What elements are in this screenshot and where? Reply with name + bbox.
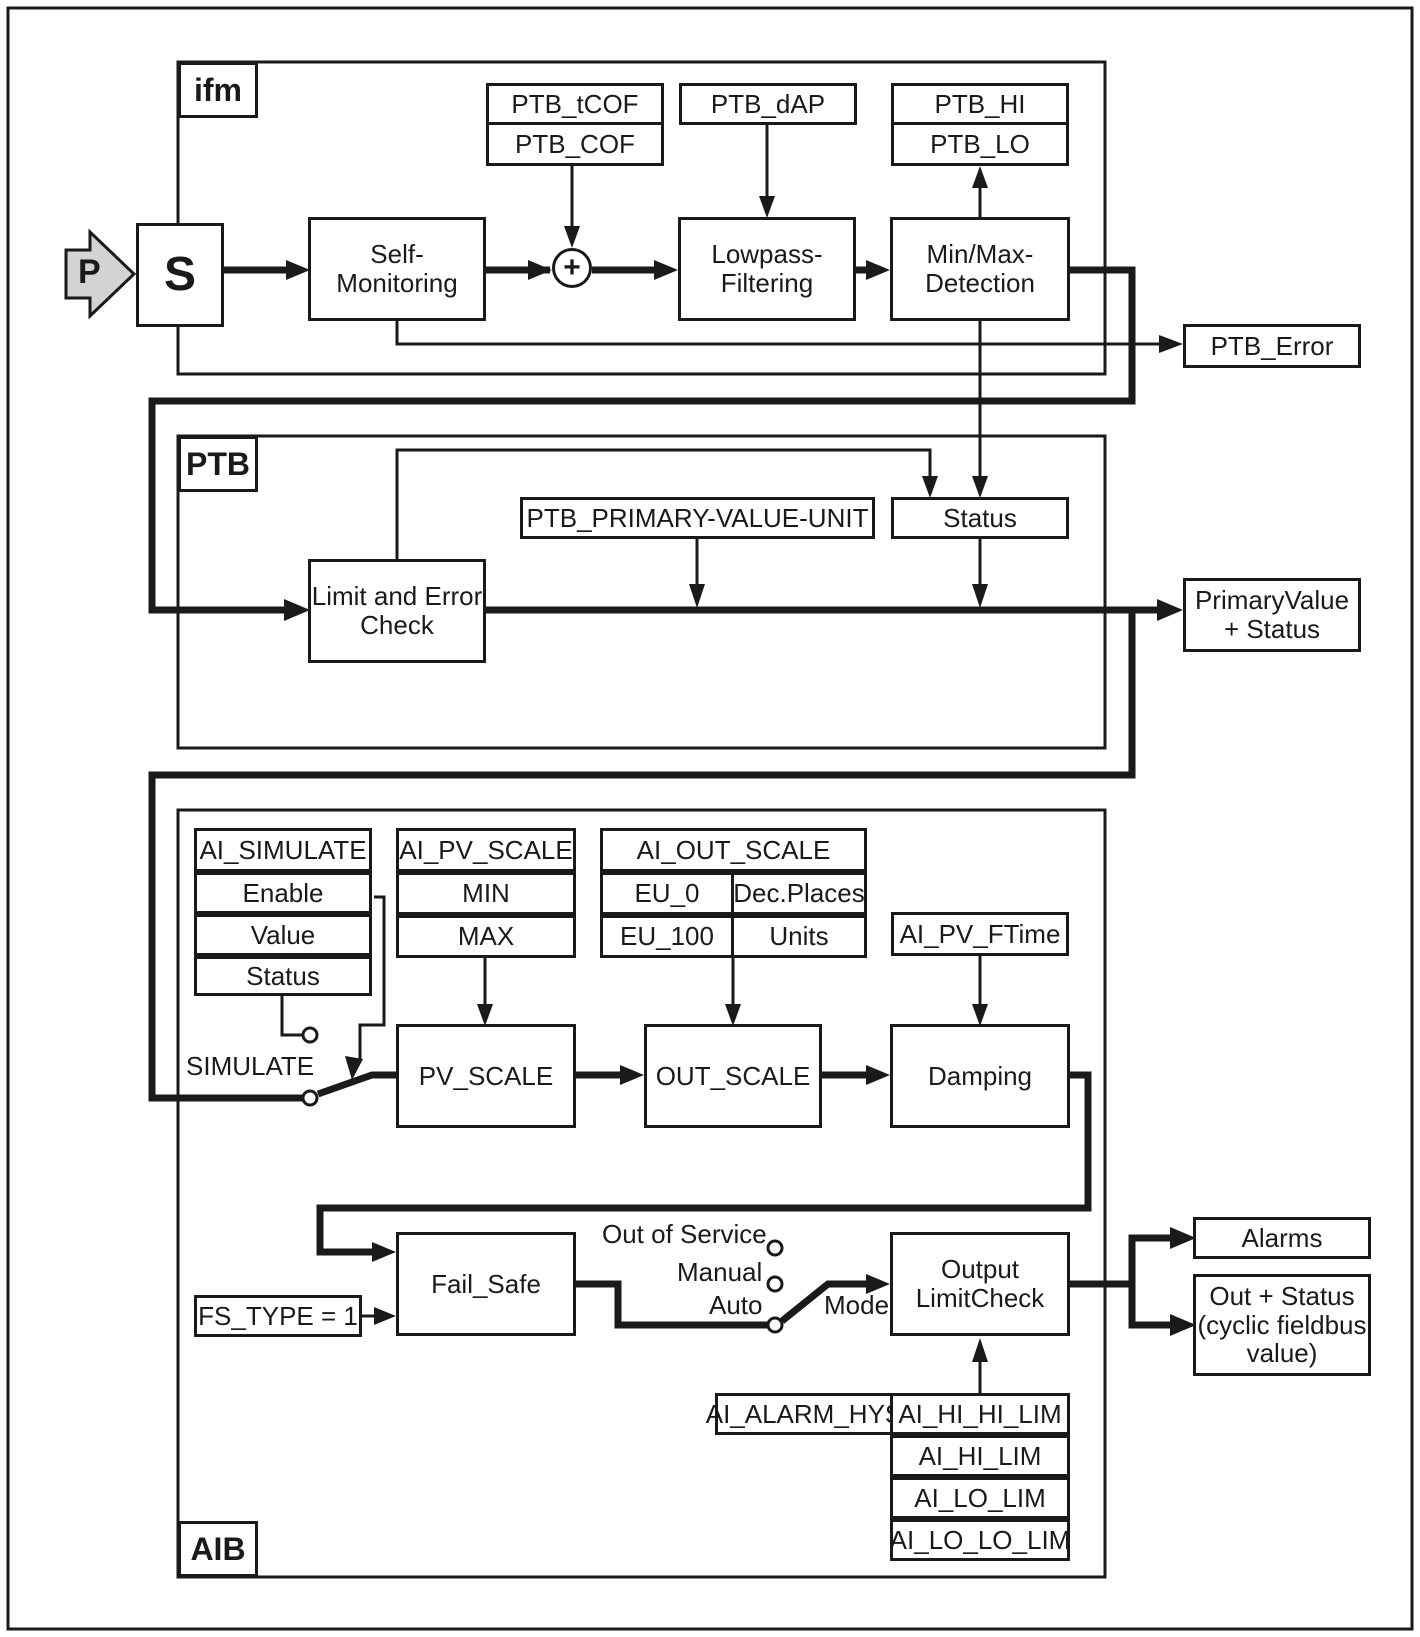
ptb-hi-param: PTB_HI [891, 83, 1069, 125]
summing-junction: + [552, 248, 592, 288]
pv-scale-block: PV_SCALE [396, 1024, 576, 1128]
ai-hi-hi-lim-param: AI_HI_HI_LIM [890, 1393, 1070, 1435]
section-label-ptb: PTB [178, 436, 258, 492]
output-limit-check-block: Output LimitCheck [890, 1232, 1070, 1336]
fs-type-param: FS_TYPE = 1 [194, 1295, 362, 1337]
primary-value-status-output: PrimaryValue + Status [1183, 578, 1361, 652]
simulate-common-node [301, 1089, 319, 1107]
self-monitoring-block: Self-Monitoring [308, 217, 486, 321]
ai-out-scale-units: Units [731, 915, 867, 958]
pressure-input-arrow [64, 228, 137, 320]
ai-pv-ftime-param: AI_PV_FTime [891, 912, 1069, 956]
damping-block: Damping [890, 1024, 1070, 1128]
ai-lo-lim-param: AI_LO_LIM [890, 1477, 1070, 1519]
simulate-contact-node [301, 1026, 319, 1044]
ptb-error-output: PTB_Error [1183, 324, 1361, 368]
lowpass-filter-block: Lowpass- Filtering [678, 217, 856, 321]
mode-manual-node [766, 1275, 784, 1293]
ai-hi-lim-param: AI_HI_LIM [890, 1435, 1070, 1477]
section-label-aib: AIB [178, 1521, 258, 1577]
ai-simulate-header: AI_SIMULATE [194, 828, 372, 872]
ptb-tcof-param: PTB_tCOF [486, 83, 664, 125]
out-status-output: Out + Status (cyclic fieldbus value) [1193, 1274, 1371, 1376]
ai-out-scale-eu100: EU_100 [600, 915, 734, 958]
ai-lo-lo-lim-param: AI_LO_LO_LIM [890, 1519, 1070, 1561]
mode-oos-node [766, 1239, 784, 1257]
ai-out-scale-eu0: EU_0 [600, 872, 734, 915]
simulate-switch-label: SIMULATE [186, 1051, 315, 1081]
mode-auto-label: Auto [709, 1290, 763, 1320]
mode-switch-label: Mode [824, 1290, 890, 1320]
ptb-status-param: Status [891, 497, 1069, 539]
ptb-primary-value-unit-param: PTB_PRIMARY-VALUE-UNIT [520, 497, 875, 539]
mode-manual-label: Manual [677, 1257, 763, 1287]
ai-pv-scale-min: MIN [396, 872, 576, 915]
minmax-detection-block: Min/Max- Detection [890, 217, 1070, 321]
ai-out-scale-header: AI_OUT_SCALE [600, 828, 867, 872]
ai-out-scale-dec-places: Dec.Places [731, 872, 867, 915]
ai-alarm-hys-param: AI_ALARM_HYS [706, 1393, 902, 1435]
out-scale-block: OUT_SCALE [644, 1024, 822, 1128]
ai-simulate-enable: Enable [194, 872, 372, 914]
sensor-box: S [136, 223, 224, 327]
ptb-lo-param: PTB_LO [891, 122, 1069, 166]
ptb-frame [176, 434, 1107, 750]
ptb-dap-param: PTB_dAP [679, 83, 857, 125]
ifm-frame [176, 60, 1107, 376]
limit-error-check-block: Limit and Error Check [308, 559, 486, 663]
mode-auto-node [766, 1316, 784, 1334]
pressure-input-label: P [78, 253, 101, 291]
mode-out-of-service-label: Out of Service [602, 1219, 767, 1249]
alarms-output: Alarms [1193, 1217, 1371, 1259]
ai-pv-scale-header: AI_PV_SCALE [396, 828, 576, 872]
section-label-ifm: ifm [178, 62, 258, 118]
aib-frame [176, 808, 1107, 1579]
ai-pv-scale-max: MAX [396, 915, 576, 958]
outer-border [6, 6, 1414, 1631]
fail-safe-block: Fail_Safe [396, 1232, 576, 1336]
ai-simulate-value: Value [194, 914, 372, 956]
ai-simulate-status: Status [194, 956, 372, 996]
ptb-cof-param: PTB_COF [486, 122, 664, 166]
